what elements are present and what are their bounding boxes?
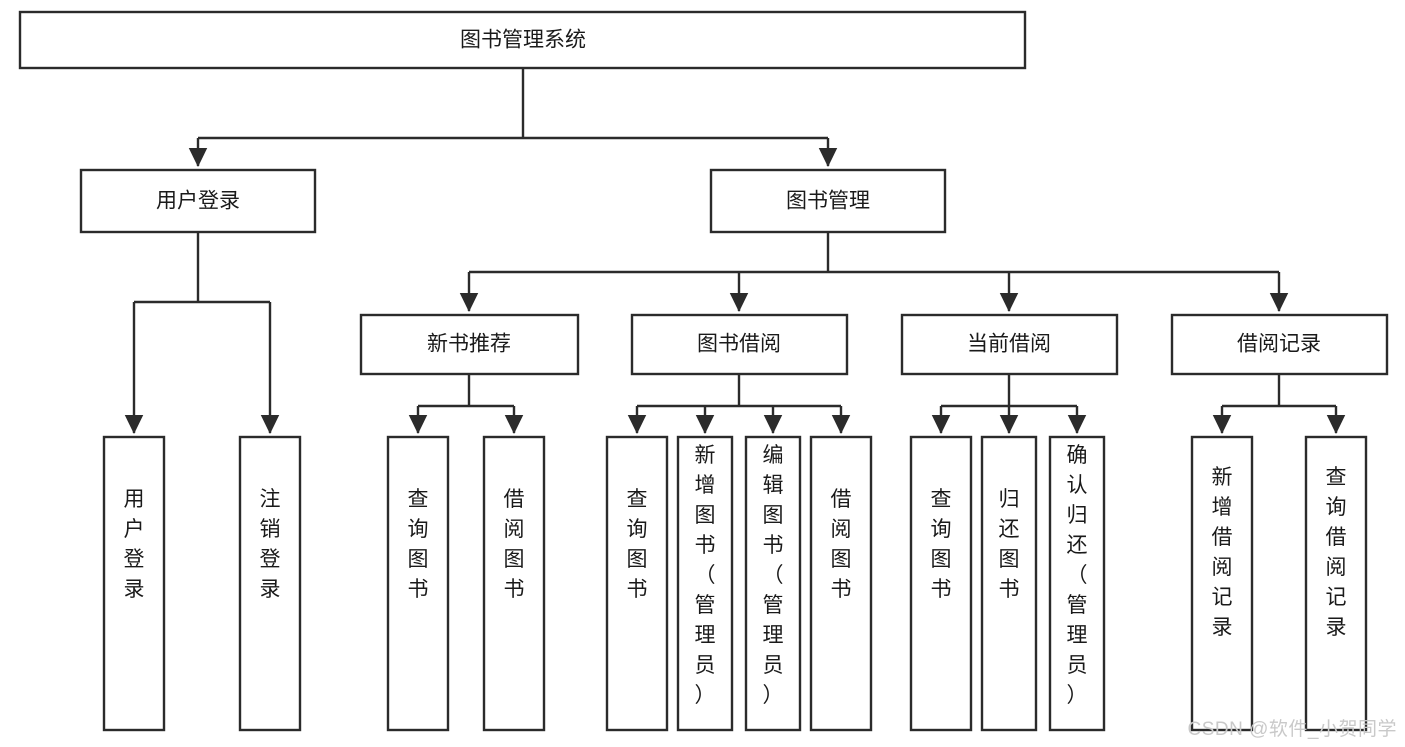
node-root-box[interactable] — [18, 10, 1027, 70]
node-new-book-recommend-label: 新书推荐 — [427, 333, 511, 356]
leaf-add-book-label: 新增图书（管理员） — [695, 444, 716, 707]
leaf-query-book-borrow-label: 查询图书 — [627, 488, 648, 601]
leaf-node[interactable]: 查询图书 — [605, 435, 669, 732]
leaf-return-book-box[interactable] — [980, 435, 1038, 732]
node-book-management-label: 图书管理 — [786, 190, 870, 213]
leaf-confirm-return-label: 确认归还（管理员） — [1067, 444, 1088, 707]
leaf-query-borrow-record-box[interactable] — [1304, 435, 1368, 732]
leaf-node[interactable]: 查询借阅记录 — [1304, 435, 1368, 732]
leaf-node[interactable]: 借阅图书 — [482, 435, 546, 732]
leaf-add-borrow-record-box[interactable] — [1190, 435, 1254, 732]
node-current-borrow-label: 当前借阅 — [967, 333, 1051, 356]
leaf-logout-box[interactable] — [238, 435, 302, 732]
leaf-user-login-box[interactable] — [102, 435, 166, 732]
node-user-login[interactable]: 用户登录 — [79, 168, 317, 234]
leaf-query-book-current-label: 查询图书 — [931, 488, 952, 601]
leaf-node[interactable]: 用户登录 — [102, 435, 166, 732]
connector-layer — [124, 68, 1346, 434]
leaf-node[interactable]: 新增图书（管理员） — [676, 435, 734, 732]
leaf-query-book-borrow-box[interactable] — [605, 435, 669, 732]
node-new-book-recommend-box[interactable] — [359, 313, 580, 376]
leaf-return-book-label: 归还图书 — [999, 488, 1020, 601]
node-book-management[interactable]: 图书管理 — [709, 168, 947, 234]
leaf-node[interactable]: 归还图书 — [980, 435, 1038, 732]
node-borrow-record-box[interactable] — [1170, 313, 1389, 376]
node-book-borrow-box[interactable] — [630, 313, 849, 376]
leaf-query-book-recommend-box[interactable] — [386, 435, 450, 732]
leaf-node[interactable]: 新增借阅记录 — [1190, 435, 1254, 732]
leaf-edit-book-box[interactable] — [744, 435, 802, 732]
leaf-borrow-book-recommend-label: 借阅图书 — [504, 488, 525, 601]
leaf-node[interactable]: 查询图书 — [386, 435, 450, 732]
leaf-borrow-book-box[interactable] — [809, 435, 873, 732]
leaf-query-borrow-record-label: 查询借阅记录 — [1326, 466, 1347, 639]
node-borrow-record-label: 借阅记录 — [1237, 333, 1321, 356]
node-user-login-label: 用户登录 — [156, 190, 240, 213]
leaf-node[interactable]: 借阅图书 — [809, 435, 873, 732]
leaf-edit-book-label: 编辑图书（管理员） — [763, 444, 784, 707]
node-borrow-record[interactable]: 借阅记录 — [1170, 313, 1389, 376]
leaf-node[interactable]: 查询图书 — [909, 435, 973, 732]
leaf-logout-label: 注销登录 — [260, 488, 281, 601]
leaf-borrow-book-label: 借阅图书 — [831, 488, 852, 601]
node-current-borrow[interactable]: 当前借阅 — [900, 313, 1119, 376]
node-root[interactable]: 图书管理系统 — [18, 10, 1027, 70]
leaf-borrow-book-recommend-box[interactable] — [482, 435, 546, 732]
leaf-user-login-label: 用户登录 — [124, 488, 145, 601]
node-new-book-recommend[interactable]: 新书推荐 — [359, 313, 580, 376]
leaf-node[interactable]: 编辑图书（管理员） — [744, 435, 802, 732]
leaf-node[interactable]: 注销登录 — [238, 435, 302, 732]
leaf-confirm-return-box[interactable] — [1048, 435, 1106, 732]
node-book-management-box[interactable] — [709, 168, 947, 234]
node-user-login-box[interactable] — [79, 168, 317, 234]
leaf-add-borrow-record-label: 新增借阅记录 — [1212, 466, 1233, 639]
node-root-label: 图书管理系统 — [460, 29, 586, 52]
leaf-add-book-box[interactable] — [676, 435, 734, 732]
leaf-query-book-recommend-label: 查询图书 — [408, 488, 429, 601]
node-book-borrow-label: 图书借阅 — [697, 333, 781, 356]
node-current-borrow-box[interactable] — [900, 313, 1119, 376]
node-book-borrow[interactable]: 图书借阅 — [630, 313, 849, 376]
leaf-node[interactable]: 确认归还（管理员） — [1048, 435, 1106, 732]
leaf-query-book-current-box[interactable] — [909, 435, 973, 732]
